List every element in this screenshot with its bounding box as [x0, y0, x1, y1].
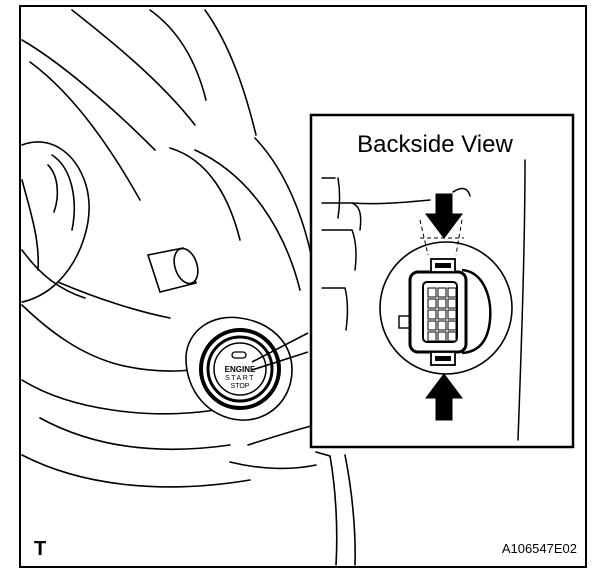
button-text-line1: ENGINE	[225, 365, 256, 374]
connector-pin	[437, 287, 447, 298]
steering-wheel	[21, 141, 251, 488]
lock-claw-bottom-inner	[435, 356, 451, 361]
inset-bg-lines	[321, 159, 526, 441]
figure-code: A106547E02	[502, 541, 577, 556]
corner-mark: T	[34, 538, 46, 560]
connector-pin	[437, 331, 447, 342]
button-text-line2: START	[225, 375, 255, 382]
control-stalk	[146, 247, 199, 293]
clip-hint-lines	[419, 219, 464, 256]
connector-pin	[437, 320, 447, 331]
button-face	[213, 342, 267, 396]
connector-pin	[447, 298, 457, 309]
housing-wing	[461, 268, 492, 355]
connector-pin	[427, 309, 437, 320]
dashboard-lines	[21, 9, 319, 301]
connector-pin	[447, 320, 457, 331]
connector-pin	[447, 287, 457, 298]
callout-leader	[251, 332, 309, 371]
connector-pin	[427, 331, 437, 342]
backside-view-inset: Backside View	[309, 113, 575, 449]
connector-pin	[437, 309, 447, 320]
inset-title: Backside View	[357, 131, 513, 158]
button-text-line3: STOP	[231, 383, 250, 390]
connector-pin	[427, 320, 437, 331]
connector-pin	[437, 298, 447, 309]
arrow-up-icon	[425, 373, 463, 421]
lower-dash-lines	[229, 424, 356, 566]
lock-claw-top-inner	[435, 263, 451, 268]
button-indicator-lamp	[231, 351, 247, 359]
connector-pin	[447, 309, 457, 320]
connector-pin	[427, 287, 437, 298]
arrow-down-icon	[425, 193, 463, 239]
connector-pin	[447, 331, 457, 342]
connector-pin-grid	[427, 287, 457, 342]
connector-pin	[427, 298, 437, 309]
engine-start-button: ENGINE START STOP	[185, 316, 293, 421]
